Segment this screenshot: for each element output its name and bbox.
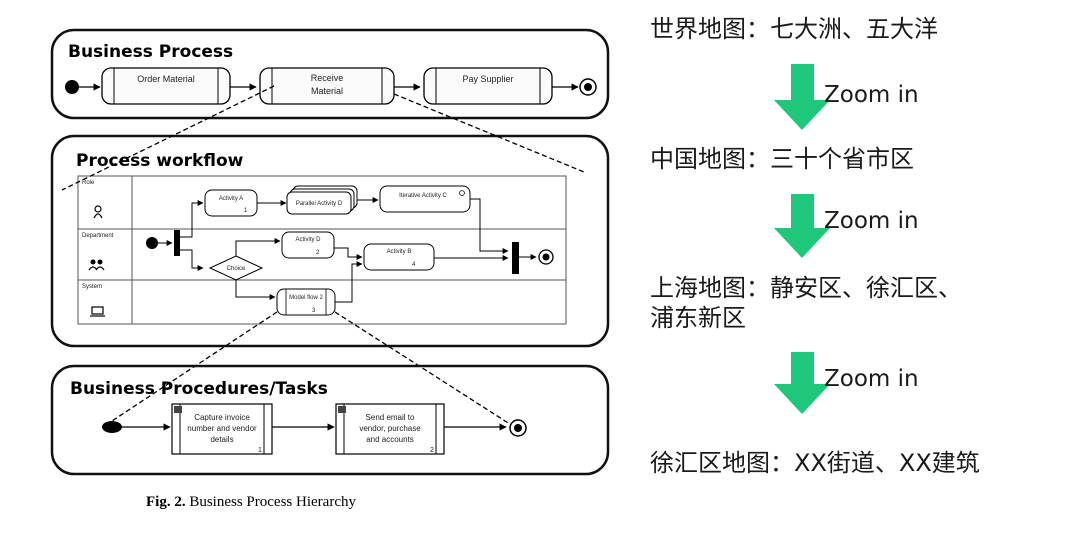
business-process-title: Business Process [68, 42, 233, 62]
receive-label: Receive [311, 73, 344, 83]
figure-number: Fig. 2. [146, 494, 186, 510]
task1-line-2: number and vendor [187, 424, 257, 433]
zoom-in-label-1: Zoom in [824, 82, 919, 108]
figure-caption-text: Business Process Hierarchy [186, 494, 357, 510]
activity-b-label: Activity B [387, 249, 412, 255]
process-workflow-panel: Process workflow Role Department System [50, 134, 610, 348]
activity-d-label: Activity D [295, 237, 321, 243]
role-icon [93, 205, 103, 219]
task-icon [174, 406, 182, 413]
task1-line-1: Capture invoice [194, 413, 250, 422]
figure-caption: Fig. 2. Business Process Hierarchy [146, 494, 356, 510]
zoom-in-label-3: Zoom in [824, 366, 919, 392]
activity-a-label: Activity A [219, 196, 243, 202]
iterative-activity-c [379, 185, 471, 213]
zoom-in-label-2: Zoom in [824, 208, 919, 234]
level-xuhui-map: 徐汇区地图：XX街道、XX建筑 [650, 449, 980, 477]
lane-system: System [82, 284, 102, 290]
level-shanghai-map-cont: 浦东新区 [650, 304, 746, 332]
business-procedures-title: Business Procedures/Tasks [70, 379, 328, 399]
business-process-panel: Business Process Order Material Receive … [50, 28, 610, 120]
process-step-receive-material [259, 67, 395, 105]
task-send-email [335, 403, 445, 455]
process-step-pay-supplier [423, 67, 553, 105]
model-flow-label: Model flow 2 [289, 295, 323, 301]
task1-num: 1 [258, 447, 262, 454]
task2-num: 2 [430, 447, 434, 454]
fork-bar [174, 230, 180, 256]
iterative-activity-label: Iterative Activity C [399, 193, 447, 199]
start-event [65, 80, 79, 94]
process-workflow-title: Process workflow [76, 151, 244, 171]
map-zoom-hierarchy: 世界地图：七大洲、五大洋 Zoom in 中国地图：三十个省市区 Zoom in… [650, 15, 980, 477]
task2-line-2: vendor, purchase [359, 424, 421, 433]
activity-b [363, 243, 435, 271]
business-procedures-panel: Business Procedures/Tasks Capture invoic… [50, 364, 610, 476]
lane-department: Department [82, 233, 114, 239]
task2-line-3: and accounts [366, 435, 414, 444]
zoom-in-arrow-3: Zoom in [774, 352, 919, 414]
computer-icon [90, 306, 105, 317]
workflow-start-event [146, 237, 158, 249]
level-shanghai-map: 上海地图：静安区、徐汇区、 [650, 274, 962, 302]
parallel-activity-label: Parallel Activity D [296, 201, 343, 207]
join-bar [512, 242, 519, 274]
procedure-start-event [102, 421, 122, 433]
process-step-order-material [101, 67, 231, 105]
activity-a [204, 189, 258, 217]
lane-role: Role [82, 180, 95, 186]
activity-d-num: 2 [316, 250, 320, 256]
parallel-activity [286, 191, 352, 215]
loop-icon [459, 190, 465, 196]
zoom-in-arrow-1: Zoom in [774, 64, 919, 130]
activity-a-num: 1 [244, 208, 248, 214]
task2-line-1: Send email to [366, 413, 415, 422]
department-icon [88, 259, 105, 271]
task-icon [338, 406, 346, 413]
order-material-label: Order Material [137, 74, 195, 84]
task-capture-invoice [171, 403, 273, 455]
activity-b-num: 4 [412, 262, 416, 268]
choice-label: Choice [227, 266, 246, 272]
task1-line-3: details [210, 435, 233, 444]
level-world-map: 世界地图：七大洲、五大洋 [650, 15, 938, 43]
activity-d [281, 231, 335, 259]
model-flow-num: 3 [312, 308, 316, 314]
material-label: Material [311, 86, 343, 96]
level-china-map: 中国地图：三十个省市区 [650, 145, 914, 173]
pay-supplier-label: Pay Supplier [462, 74, 513, 84]
zoom-in-arrow-2: Zoom in [774, 194, 919, 258]
